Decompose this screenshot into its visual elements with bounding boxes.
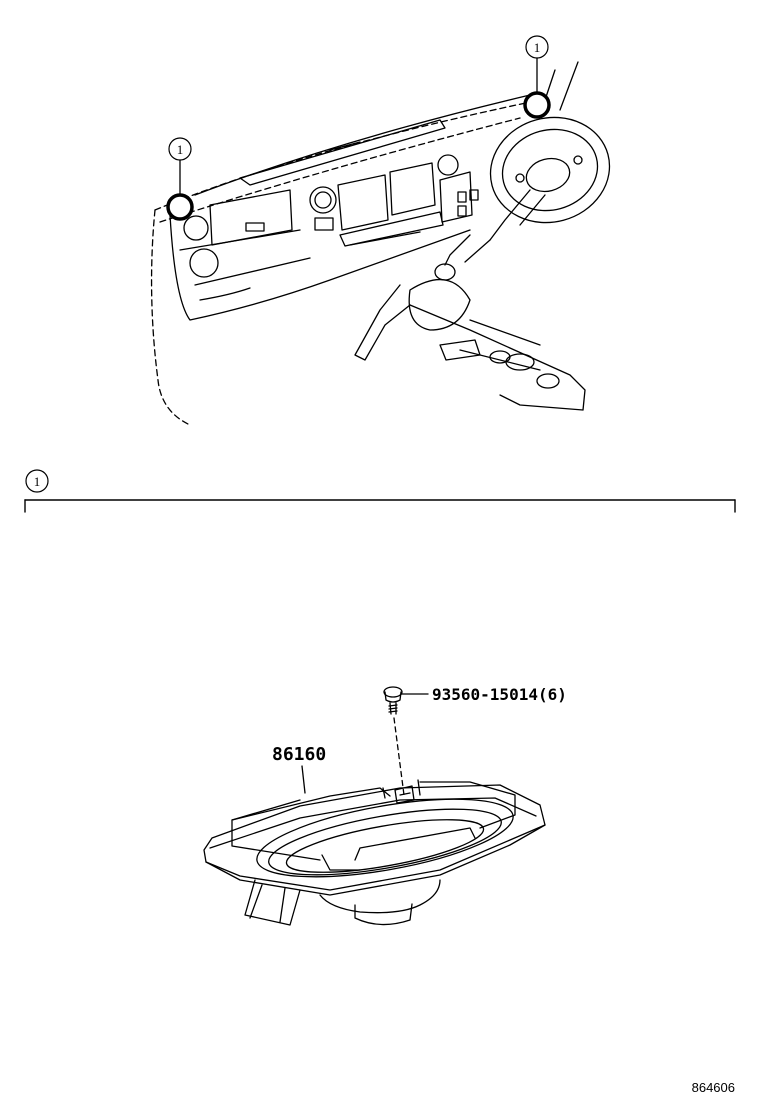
section-marker: 1 — [34, 474, 41, 489]
callout-marker-right: 1 — [534, 40, 541, 55]
screw-93560 — [383, 686, 429, 796]
speaker-part-number: 86160 — [272, 744, 326, 765]
callout-right-speaker — [523, 35, 551, 119]
figure-reference: 864606 — [692, 1080, 735, 1095]
speaker-86160 — [203, 765, 546, 926]
callout-left-speaker — [166, 137, 194, 221]
screw-part-number: 93560-15014(6) — [432, 685, 567, 704]
section-header — [24, 469, 736, 513]
dashboard-illustration — [150, 61, 611, 425]
callout-marker-left: 1 — [177, 142, 184, 157]
